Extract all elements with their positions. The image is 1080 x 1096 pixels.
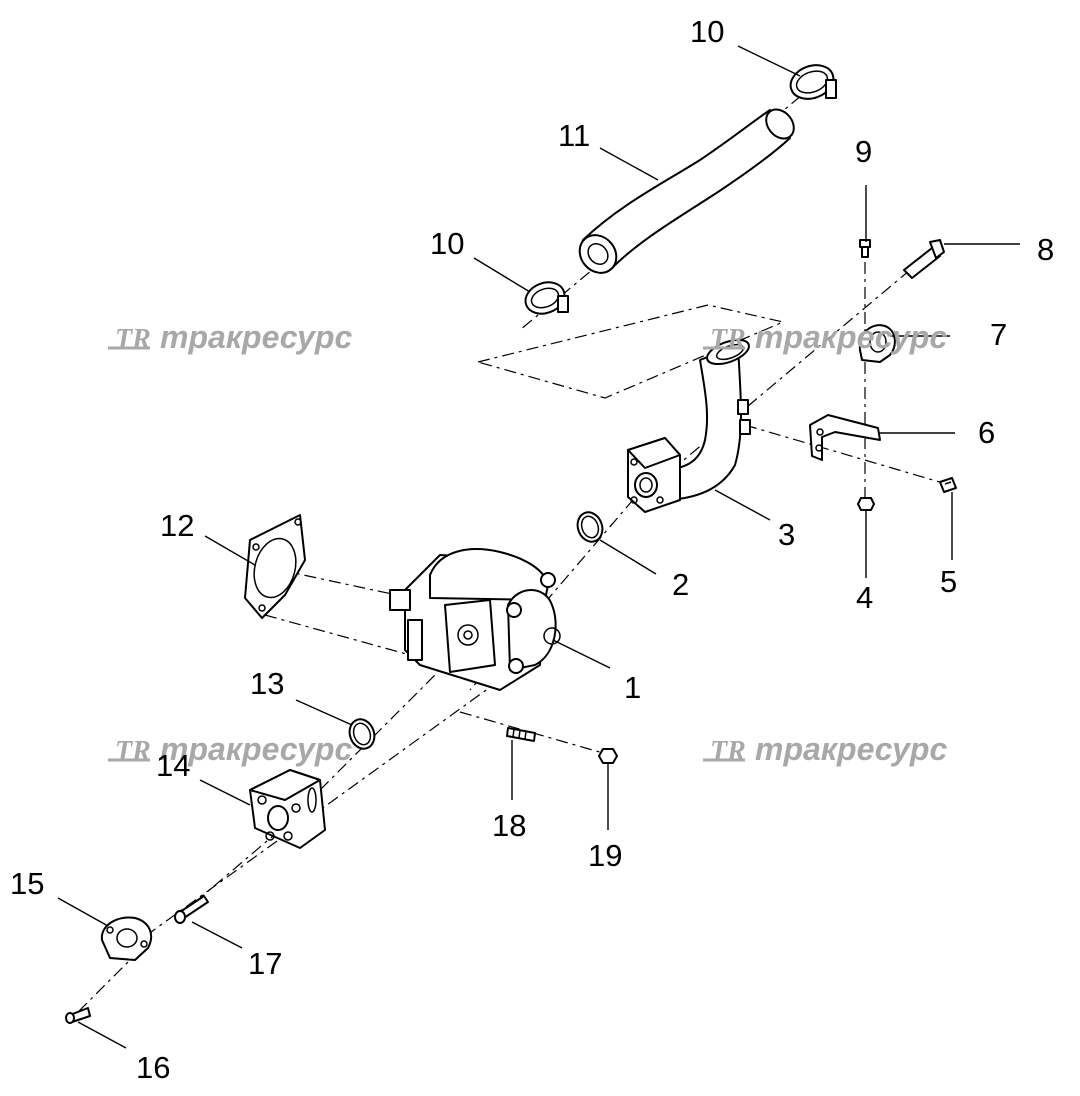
pipe-clip bbox=[858, 324, 896, 363]
svg-text:TR: TR bbox=[710, 736, 746, 767]
o-ring-lower bbox=[348, 718, 376, 750]
flange-bolt bbox=[174, 895, 209, 924]
watermark-3: TR тракресурс bbox=[108, 731, 352, 767]
callout-8: 8 bbox=[1037, 232, 1054, 267]
callout-16: 16 bbox=[136, 1050, 170, 1085]
callout-3: 3 bbox=[778, 517, 795, 552]
watermark-2: TR тракресурс bbox=[703, 319, 947, 355]
callout-15: 15 bbox=[10, 866, 44, 901]
callout-12: 12 bbox=[160, 508, 194, 543]
svg-text:тракресурс: тракресурс bbox=[755, 731, 947, 767]
callout-13: 13 bbox=[250, 666, 284, 701]
callout-19: 19 bbox=[588, 838, 622, 873]
mounting-gasket bbox=[244, 514, 306, 619]
assembly-axis-lines bbox=[74, 79, 951, 1016]
callout-5: 5 bbox=[940, 564, 957, 599]
callout-1: 1 bbox=[624, 670, 641, 705]
callout-6: 6 bbox=[978, 415, 995, 450]
callout-18: 18 bbox=[492, 808, 526, 843]
pipe-flange-block bbox=[627, 437, 681, 513]
callout-11: 11 bbox=[558, 118, 590, 153]
port-block bbox=[249, 769, 326, 849]
support-bracket bbox=[809, 414, 881, 461]
callout-17: 17 bbox=[248, 946, 282, 981]
elbow-pipe bbox=[657, 338, 751, 501]
callout-4: 4 bbox=[856, 580, 873, 615]
hex-nut bbox=[598, 748, 618, 764]
small-nut bbox=[857, 497, 875, 511]
callout-10-lower: 10 bbox=[430, 226, 464, 261]
small-screw bbox=[939, 477, 957, 493]
callout-2: 2 bbox=[672, 567, 689, 602]
callout-14: 14 bbox=[156, 748, 190, 783]
split-flange bbox=[100, 916, 153, 961]
o-ring-upper bbox=[576, 511, 604, 543]
callout-7: 7 bbox=[990, 317, 1007, 352]
hose bbox=[578, 108, 795, 274]
flange-screw bbox=[65, 1007, 91, 1024]
svg-text:тракресурс: тракресурс bbox=[160, 731, 352, 767]
watermark-1: TR тракресурс bbox=[108, 319, 352, 355]
svg-text:TR: TR bbox=[115, 736, 151, 767]
small-bolt bbox=[859, 239, 871, 258]
callout-numbers: 10 11 10 9 8 7 6 3 2 1 4 5 12 13 14 15 1… bbox=[10, 14, 1054, 1085]
callout-10-upper: 10 bbox=[690, 14, 724, 49]
watermark-4: TR тракресурс bbox=[703, 731, 947, 767]
svg-text:тракресурс: тракресурс bbox=[755, 319, 947, 355]
threaded-stud bbox=[506, 727, 536, 742]
gear-pump bbox=[389, 548, 561, 691]
svg-text:TR: TR bbox=[710, 324, 746, 355]
callout-9: 9 bbox=[855, 134, 872, 169]
svg-text:TR: TR bbox=[115, 324, 151, 355]
leader-lines bbox=[57, 45, 1020, 1049]
svg-text:тракресурс: тракресурс bbox=[160, 319, 352, 355]
hose-clamp-upper bbox=[789, 64, 837, 100]
hose-clamp-lower bbox=[524, 281, 569, 315]
long-bolt bbox=[903, 239, 945, 279]
